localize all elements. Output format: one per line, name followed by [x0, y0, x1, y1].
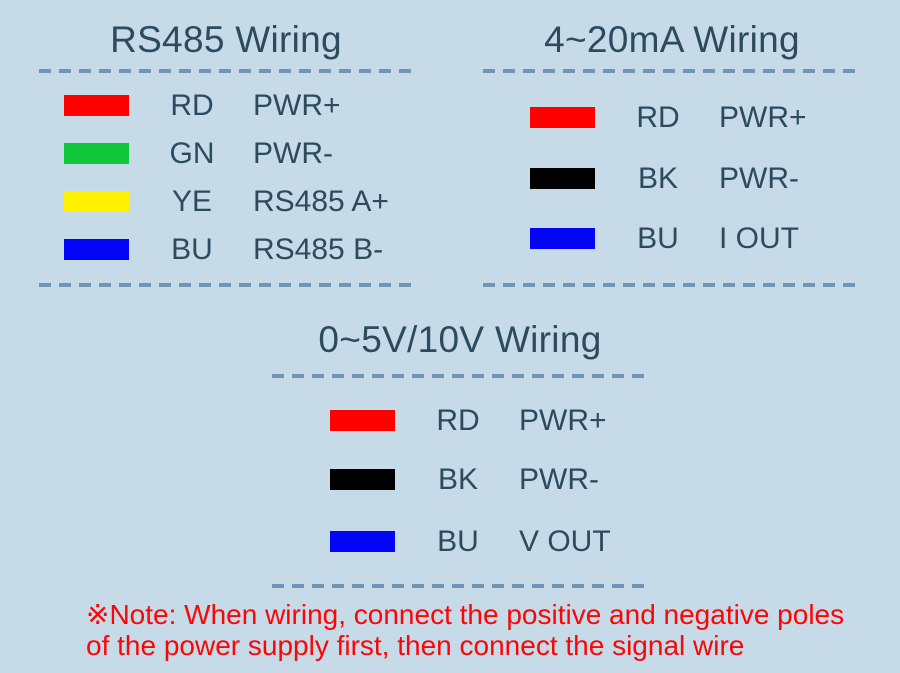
wire-code-label: RD [636, 101, 680, 134]
wire-row: GN PWR- [64, 137, 394, 170]
wiring-note: ※Note: When wiring, connect the positive… [86, 599, 876, 661]
dashed-divider [483, 283, 861, 287]
wire-code-label: GN [169, 137, 215, 170]
wire-code-label: BK [637, 162, 679, 195]
wire-signal-label: PWR+ [253, 89, 341, 122]
section-title: 0~5V/10V Wiring [318, 319, 602, 360]
wire-row: BK PWR- [530, 162, 860, 195]
dashed-divider [272, 374, 648, 378]
wire-signal-label: RS485 A+ [253, 185, 389, 218]
section-title: 4~20mA Wiring [544, 19, 800, 60]
wire-signal-label: I OUT [719, 222, 799, 255]
wire-row: BU I OUT [530, 222, 860, 255]
wire-row: YE RS485 A+ [64, 185, 394, 218]
wire-row: RD PWR+ [330, 404, 660, 437]
wire-color-swatch [330, 469, 395, 490]
section-0-5v-10v-wiring: 0~5V/10V Wiring RD PWR+ BK PWR- BU V OUT [272, 300, 648, 595]
wire-row: BK PWR- [330, 463, 660, 496]
wire-color-swatch [530, 228, 595, 249]
dashed-divider [272, 584, 648, 588]
wire-code-label: BU [637, 222, 679, 255]
wire-signal-label: PWR- [719, 162, 799, 195]
wire-code-label: BK [437, 463, 479, 496]
dashed-divider [483, 69, 861, 73]
wire-signal-label: V OUT [519, 525, 611, 558]
wire-row: RD PWR+ [530, 101, 860, 134]
wire-code-label: BU [171, 233, 213, 266]
wiring-note-line-1: ※Note: When wiring, connect the positive… [86, 599, 845, 630]
section-4-20ma-wiring: 4~20mA Wiring RD PWR+ BK PWR- BU I OUT [483, 0, 861, 295]
wire-row: BU RS485 B- [64, 233, 394, 266]
wire-code-label: RD [436, 404, 480, 437]
dashed-divider [39, 283, 413, 287]
wire-row: BU V OUT [330, 525, 660, 558]
wire-signal-label: PWR- [519, 463, 599, 496]
wire-signal-label: PWR+ [519, 404, 607, 437]
wire-color-swatch [530, 107, 595, 128]
dashed-divider [39, 69, 413, 73]
wire-color-swatch [64, 143, 129, 164]
wire-code-label: RD [170, 89, 214, 122]
wire-color-swatch [64, 239, 129, 260]
wiring-note-line-2: of the power supply first, then connect … [86, 630, 745, 661]
wire-color-swatch [64, 95, 129, 116]
wire-color-swatch [330, 410, 395, 431]
wire-signal-label: PWR- [253, 137, 333, 170]
wire-signal-label: RS485 B- [253, 233, 384, 266]
section-title: RS485 Wiring [110, 19, 342, 60]
wire-code-label: BU [437, 525, 479, 558]
wire-code-label: YE [171, 185, 213, 218]
wire-signal-label: PWR+ [719, 101, 807, 134]
wire-row: RD PWR+ [64, 89, 394, 122]
wire-color-swatch [330, 531, 395, 552]
section-rs485-wiring: RS485 Wiring RD PWR+ GN PWR- YE RS485 A+… [39, 0, 413, 295]
wire-color-swatch [64, 191, 129, 212]
wire-color-swatch [530, 168, 595, 189]
